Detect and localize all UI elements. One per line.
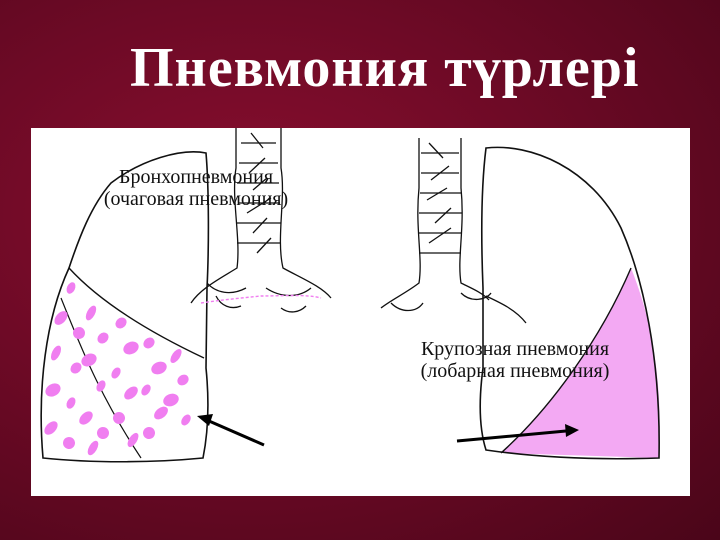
lesion-spot [127, 432, 139, 448]
lesion-spot [50, 345, 62, 361]
lobar-pneumonia-label-line2: (лобарная пневмония) [420, 360, 610, 382]
lung-diagram-panel: Бронхопневмония (очаговая пневмония) Кру… [31, 128, 690, 496]
left-hilum-lesion [200, 294, 322, 304]
lesion-spot [115, 317, 127, 329]
lesion-spot [170, 349, 182, 363]
lung-diagram [40, 128, 660, 463]
right-lung-outline-icon [479, 146, 660, 460]
lobar-pneumonia-label-line1: Крупозная пневмония [420, 338, 610, 360]
lesion-spot [85, 305, 97, 321]
lobar-pneumonia-label: Крупозная пневмония (лобарная пневмония) [365, 338, 665, 382]
lesion-spot [54, 311, 68, 325]
lesion-spot [66, 397, 76, 409]
bronchopneumonia-label-line1: Бронхопневмония [118, 166, 274, 188]
lesion-spot [111, 367, 121, 379]
lesion-spot [163, 393, 179, 407]
lesion-spot [154, 406, 168, 420]
left-lung [40, 151, 211, 463]
arrow-left-icon [197, 414, 265, 447]
bronchopneumonia-label-line2: (очаговая пневмония) [103, 188, 289, 210]
right-trachea-bronchi-icon [380, 138, 527, 324]
right-lung [479, 146, 660, 460]
lesion-spot [143, 427, 155, 439]
lesion-spot [73, 327, 85, 339]
arrow-right-icon [456, 424, 579, 443]
focal-lesion-spots [44, 282, 191, 456]
lesion-spot [97, 427, 109, 439]
lesion-spot [97, 332, 109, 344]
left-trachea-bronchi-icon [190, 128, 332, 313]
left-lower-lobe [42, 268, 211, 458]
lesion-spot [181, 414, 191, 426]
lesion-spot [45, 383, 61, 397]
lesion-spot [124, 386, 138, 400]
lesion-spot [123, 341, 139, 355]
left-lung-outline-icon [40, 151, 210, 463]
lesion-spot [143, 337, 155, 349]
lesion-spot [151, 361, 167, 375]
lesion-spot [177, 374, 189, 386]
bronchopneumonia-label: Бронхопневмония (очаговая пневмония) [31, 166, 361, 210]
lesion-spot [44, 421, 58, 435]
lesion-spot [96, 380, 106, 392]
lesion-spot [113, 412, 125, 424]
left-fissure-lower [60, 297, 142, 459]
lesion-spot [70, 362, 82, 374]
lesion-spot [63, 437, 75, 449]
lesion-spot [79, 411, 93, 425]
lesion-spot [141, 384, 151, 396]
lesion-spot [87, 440, 99, 456]
slide-title: Пневмония түрлері [130, 37, 640, 99]
left-fissure [68, 267, 205, 359]
lesion-spot [66, 282, 76, 294]
right-lower-lobe-consolidation [501, 268, 660, 458]
lesion-spot [81, 353, 97, 367]
